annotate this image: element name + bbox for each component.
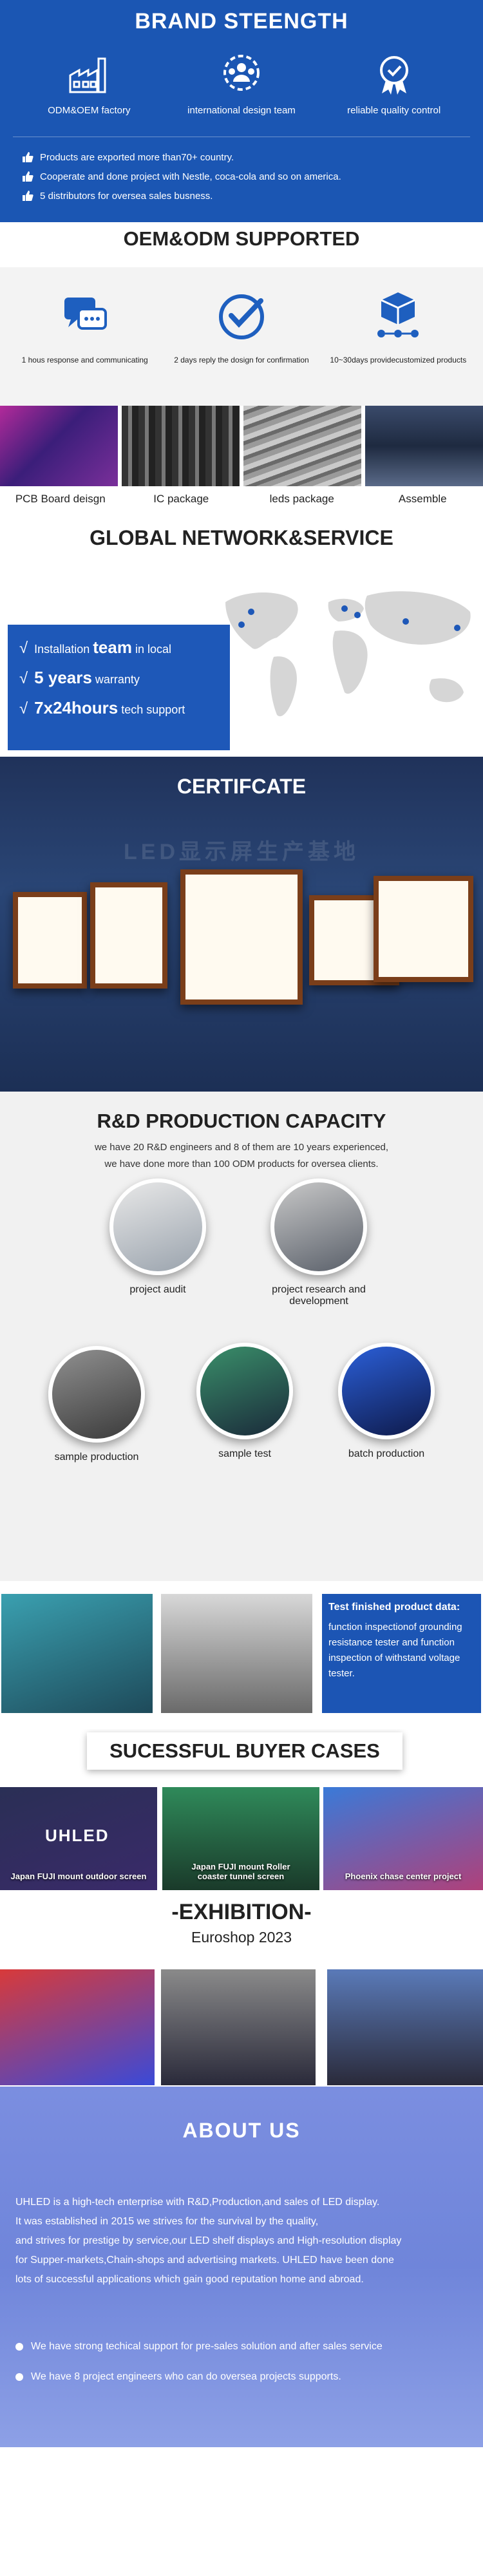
photo-label: PCB Board deisgn: [15, 493, 106, 505]
thumbs-up-icon: [23, 152, 33, 162]
rd-item: project research and development: [264, 1179, 374, 1307]
global-title: GLOBAL NETWORK&SERVICE: [90, 526, 393, 549]
test-machine-photo: [1, 1594, 153, 1713]
oem-title: OEM&ODM SUPPORTED: [0, 222, 483, 267]
ic-package-photo: [122, 406, 240, 486]
cert-title: CERTIFCATE: [176, 775, 307, 798]
world-map: [225, 591, 471, 717]
brand-title: BRAND STEENGTH: [135, 9, 348, 33]
exhibition-photo: [161, 1969, 316, 2085]
photo-label: Assemble: [398, 493, 447, 505]
certificate-frame: [180, 869, 303, 1005]
feature-label: reliable quality control: [347, 105, 441, 116]
exhibition-photo: [327, 1969, 483, 2085]
photo-label: leds package: [269, 493, 334, 505]
about-body: UHLED is a high-tech enterprise with R&D…: [15, 2197, 402, 2285]
leds-package-photo: [243, 406, 361, 486]
factory-icon: [69, 57, 106, 93]
rd-title: R&D PRODUCTION CAPACITY: [97, 1110, 386, 1132]
exhibition-subtitle: Euroshop 2023: [191, 1929, 292, 1946]
case-card: Phoenix chase center project: [323, 1787, 483, 1890]
quality-badge-icon: [379, 56, 408, 95]
feature-design-team: international design team: [171, 52, 312, 116]
global-network-section: GLOBAL NETWORK&SERVICE √Installation tea…: [0, 518, 483, 757]
rd-capacity-section: R&D PRODUCTION CAPACITY we have 20 R&D e…: [0, 1092, 483, 1581]
oem-item: 10~30days providecustomized products: [324, 290, 472, 365]
service-box: √Installation team in local √5 years war…: [8, 625, 230, 750]
cert-watermark: LED显示屏生产基地: [124, 840, 359, 864]
exhibition-section: -EXHIBITION- Euroshop 2023: [0, 1893, 483, 2087]
thumbs-up-icon: [23, 171, 33, 182]
brand-point: 5 distributors for oversea sales busness…: [22, 190, 341, 202]
exhibition-photo: [0, 1969, 155, 2085]
test-machine-photo: [161, 1594, 312, 1713]
brand-point: Products are exported more than70+ count…: [22, 151, 341, 163]
test-info-box: Test finished product data: function ins…: [322, 1594, 481, 1713]
about-section: ABOUT US UHLED is a high-tech enterprise…: [0, 2087, 483, 2447]
service-line: √7x24hours tech support: [19, 698, 185, 717]
design-team-icon: [223, 55, 260, 91]
service-line: √Installation team in local: [19, 638, 171, 657]
uhled-logo: UHLED: [45, 1826, 109, 1845]
certificate-frame: [90, 882, 167, 989]
photo-label: IC package: [153, 493, 209, 505]
location-pin-icon: [238, 605, 460, 631]
buyer-cases-section: SUCESSFUL BUYER CASES UHLED Japan FUJI m…: [0, 1729, 483, 1893]
about-bullet: We have strong techical support for pre-…: [15, 2341, 383, 2353]
service-line: √5 years warranty: [19, 668, 140, 687]
feature-factory: ODM&OEM factory: [18, 52, 160, 116]
case-card: Japan FUJI mount Roller coaster tunnel s…: [162, 1787, 319, 1890]
brand-point: Cooperate and done project with Nestle, …: [22, 171, 341, 182]
oem-item: 2 days reply the dosign for confirmation: [167, 290, 316, 365]
rd-item: batch production: [332, 1343, 441, 1460]
rd-item: sample production: [42, 1346, 151, 1463]
oem-odm-section: OEM&ODM SUPPORTED 1 hous response and co…: [0, 222, 483, 406]
chat-bubbles-icon: [64, 298, 107, 330]
package-cube-icon: [377, 292, 419, 337]
cases-title: SUCESSFUL BUYER CASES: [87, 1732, 402, 1770]
pcb-board-photo: [0, 406, 118, 486]
certificate-section: CERTIFCATE LED显示屏生产基地: [0, 757, 483, 1092]
exhibition-title: -EXHIBITION-: [171, 1900, 312, 1924]
rd-item: sample test: [190, 1343, 299, 1460]
about-title: ABOUT US: [182, 2119, 301, 2142]
thumbs-up-icon: [23, 191, 33, 201]
feature-label: international design team: [187, 105, 296, 116]
certificate-frame: [13, 892, 87, 989]
checkmark-circle-icon: [218, 294, 264, 339]
feature-label: ODM&OEM factory: [48, 105, 131, 116]
feature-quality: reliable quality control: [323, 52, 465, 116]
rd-item: project audit: [106, 1179, 209, 1296]
oem-item: 1 hous response and communicating: [11, 290, 159, 365]
rd-description: we have 20 R&D engineers and 8 of them a…: [94, 1142, 389, 1170]
about-bullet: We have 8 project engineers who can do o…: [15, 2371, 341, 2383]
certificate-frame: [374, 876, 473, 982]
process-photos-section: PCB Board deisgn IC package leds package…: [0, 406, 483, 518]
brand-strength-section: BRAND STEENGTH ODM&OEM factory internati…: [0, 0, 483, 222]
test-section: Test finished product data: function ins…: [0, 1581, 483, 1729]
case-card: UHLED Japan FUJI mount outdoor screen: [0, 1787, 157, 1890]
assemble-photo: [365, 406, 483, 486]
